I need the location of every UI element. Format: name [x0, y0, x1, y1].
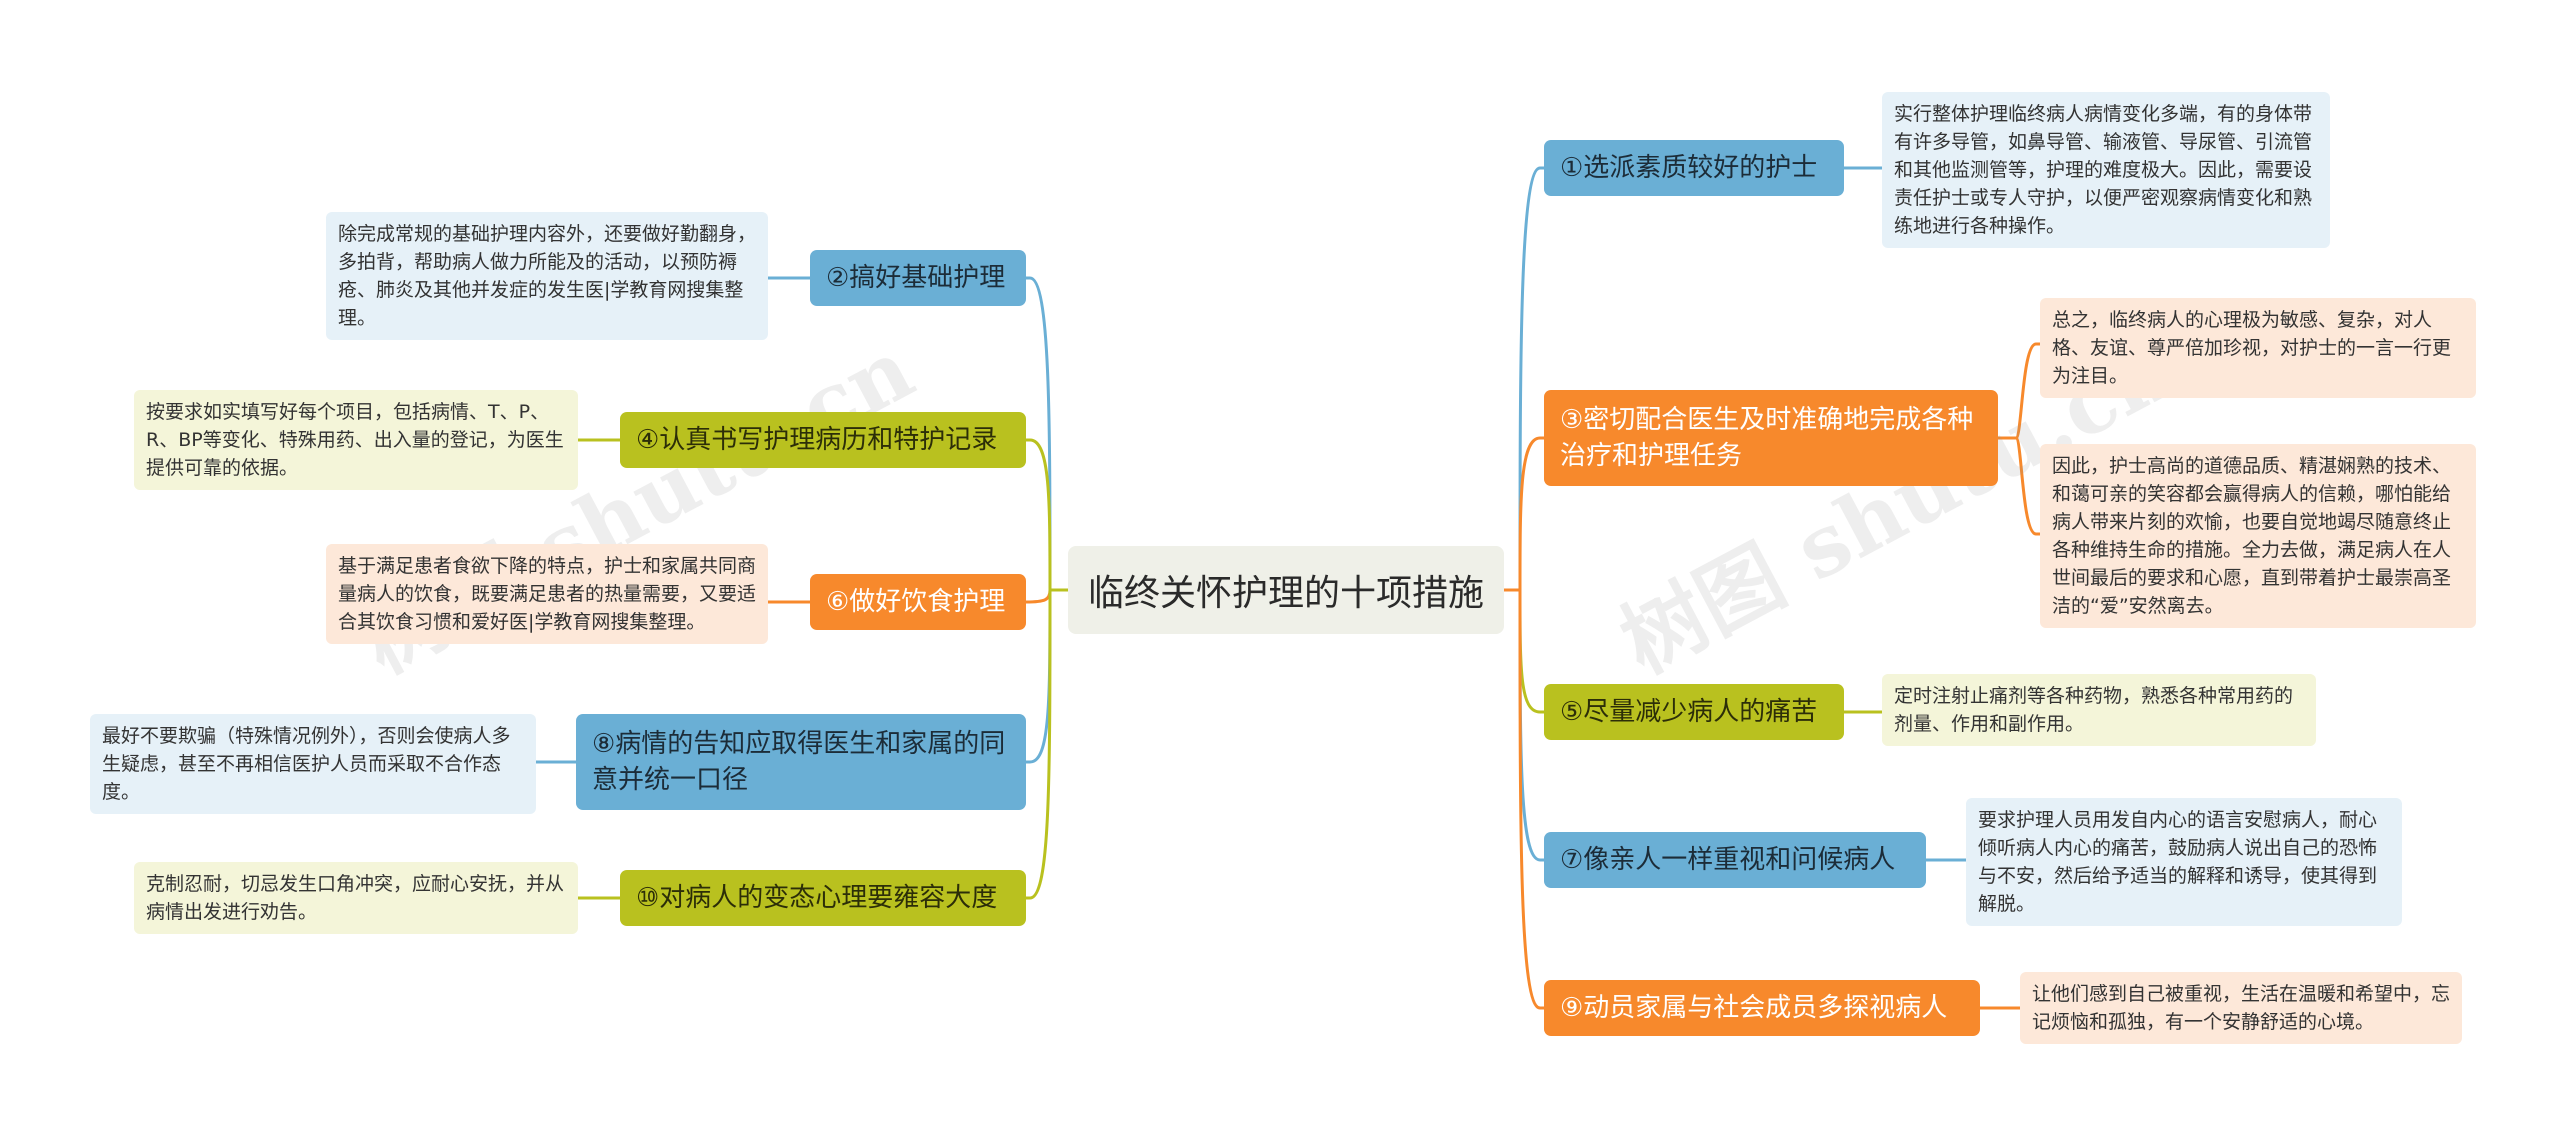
topic-label: ⑦像亲人一样重视和问候病人 [1560, 845, 1896, 875]
note-nursing-records: 按要求如实填写好每个项目，包括病情、T、P、R、BP等变化、特殊用药、出入量的登… [134, 390, 578, 490]
topic-select-nurse[interactable]: ①选派素质较好的护士 [1544, 140, 1844, 196]
note-text: 要求护理人员用发自内心的语言安慰病人，耐心倾听病人内心的痛苦，鼓励病人说出自己的… [1978, 809, 2378, 915]
note-link-3a [1998, 342, 2040, 440]
topic-abnormal-psychology[interactable]: ⑩对病人的变态心理要雍容大度 [620, 870, 1026, 926]
note-text: 克制忍耐，切忌发生口角冲突，应耐心安抚，并从病情出发进行劝告。 [146, 873, 565, 923]
topic-diet-care[interactable]: ⑥做好饮食护理 [810, 574, 1026, 630]
note-text: 总之，临终病人的心理极为敏感、复杂，对人格、友谊、尊严倍加珍视，对护士的一言一行… [2052, 309, 2452, 387]
note-select-nurse: 实行整体护理临终病人病情变化多端，有的身体带有许多导管，如鼻导管、输液管、导尿管… [1882, 92, 2330, 248]
note-diet-care: 基于满足患者食欲下降的特点，护士和家属共同商量病人的饮食，既要满足患者的热量需要… [326, 544, 768, 644]
note-disclosure: 最好不要欺骗（特殊情况例外），否则会使病人多生疑虑，甚至不再相信医护人员而采取不… [90, 714, 536, 814]
topic-label: ②搞好基础护理 [826, 263, 1006, 293]
note-text: 因此，护士高尚的道德品质、精湛娴熟的技术、和蔼可亲的笑容都会赢得病人的信赖，哪怕… [2052, 455, 2452, 617]
left-link-6 [1025, 589, 1052, 604]
note-text: 按要求如实填写好每个项目，包括病情、T、P、R、BP等变化、特殊用药、出入量的登… [146, 401, 564, 479]
topic-family-visits[interactable]: ⑨动员家属与社会成员多探视病人 [1544, 980, 1980, 1036]
topic-label: ①选派素质较好的护士 [1560, 153, 1818, 183]
left-link-8 [1026, 589, 1052, 764]
left-link-4 [1026, 438, 1052, 591]
topic-label: ⑩对病人的变态心理要雍容大度 [636, 883, 998, 913]
topic-basic-care[interactable]: ②搞好基础护理 [810, 250, 1026, 306]
topic-label: ⑤尽量减少病人的痛苦 [1560, 697, 1818, 727]
left-link-2 [1026, 276, 1052, 591]
note-link-3b [1998, 436, 2040, 536]
note-cooperate-doctor-2: 因此，护士高尚的道德品质、精湛娴熟的技术、和蔼可亲的笑容都会赢得病人的信赖，哪怕… [2040, 444, 2476, 628]
right-link-9 [1518, 589, 1544, 1010]
note-basic-care: 除完成常规的基础护理内容外，还要做好勤翻身，多拍背，帮助病人做力所能及的活动，以… [326, 212, 768, 340]
topic-label: ⑨动员家属与社会成员多探视病人 [1560, 993, 1948, 1023]
note-family-visits: 让他们感到自己被重视，生活在温暖和希望中，忘记烦恼和孤独，有一个安静舒适的心境。 [2020, 972, 2462, 1044]
note-abnormal-psychology: 克制忍耐，切忌发生口角冲突，应耐心安抚，并从病情出发进行劝告。 [134, 862, 578, 934]
note-reduce-pain: 定时注射止痛剂等各种药物，熟悉各种常用药的剂量、作用和副作用。 [1882, 674, 2316, 746]
topic-label: ⑥做好饮食护理 [826, 587, 1006, 617]
topic-disclosure[interactable]: ⑧病情的告知应取得医生和家属的同意并统一口径 [576, 714, 1026, 810]
center-topic-label: 临终关怀护理的十项措施 [1087, 573, 1484, 614]
left-link-10 [1026, 589, 1052, 900]
note-cooperate-doctor-1: 总之，临终病人的心理极为敏感、复杂，对人格、友谊、尊严倍加珍视，对护士的一言一行… [2040, 298, 2476, 398]
right-link-1 [1518, 166, 1544, 591]
note-text: 基于满足患者食欲下降的特点，护士和家属共同商量病人的饮食，既要满足患者的热量需要… [338, 555, 757, 633]
right-link-3 [1518, 436, 1544, 591]
topic-label: ③密切配合医生及时准确地完成各种治疗和护理任务 [1560, 405, 1974, 471]
note-text: 除完成常规的基础护理内容外，还要做好勤翻身，多拍背，帮助病人做力所能及的活动，以… [338, 223, 757, 329]
topic-label: ⑧病情的告知应取得医生和家属的同意并统一口径 [592, 729, 1006, 795]
topic-nursing-records[interactable]: ④认真书写护理病历和特护记录 [620, 412, 1026, 468]
note-care-like-family: 要求护理人员用发自内心的语言安慰病人，耐心倾听病人内心的痛苦，鼓励病人说出自己的… [1966, 798, 2402, 926]
right-link-5 [1518, 589, 1544, 714]
right-link-7 [1518, 589, 1544, 862]
note-text: 让他们感到自己被重视，生活在温暖和希望中，忘记烦恼和孤独，有一个安静舒适的心境。 [2032, 983, 2451, 1033]
topic-reduce-pain[interactable]: ⑤尽量减少病人的痛苦 [1544, 684, 1844, 740]
note-text: 定时注射止痛剂等各种药物，熟悉各种常用药的剂量、作用和副作用。 [1894, 685, 2294, 735]
center-topic[interactable]: 临终关怀护理的十项措施 [1068, 546, 1504, 634]
topic-label: ④认真书写护理病历和特护记录 [636, 425, 998, 455]
topic-cooperate-doctor[interactable]: ③密切配合医生及时准确地完成各种治疗和护理任务 [1544, 390, 1998, 486]
note-text: 实行整体护理临终病人病情变化多端，有的身体带有许多导管，如鼻导管、输液管、导尿管… [1894, 103, 2313, 237]
note-text: 最好不要欺骗（特殊情况例外），否则会使病人多生疑虑，甚至不再相信医护人员而采取不… [102, 725, 511, 803]
topic-care-like-family[interactable]: ⑦像亲人一样重视和问候病人 [1544, 832, 1926, 888]
